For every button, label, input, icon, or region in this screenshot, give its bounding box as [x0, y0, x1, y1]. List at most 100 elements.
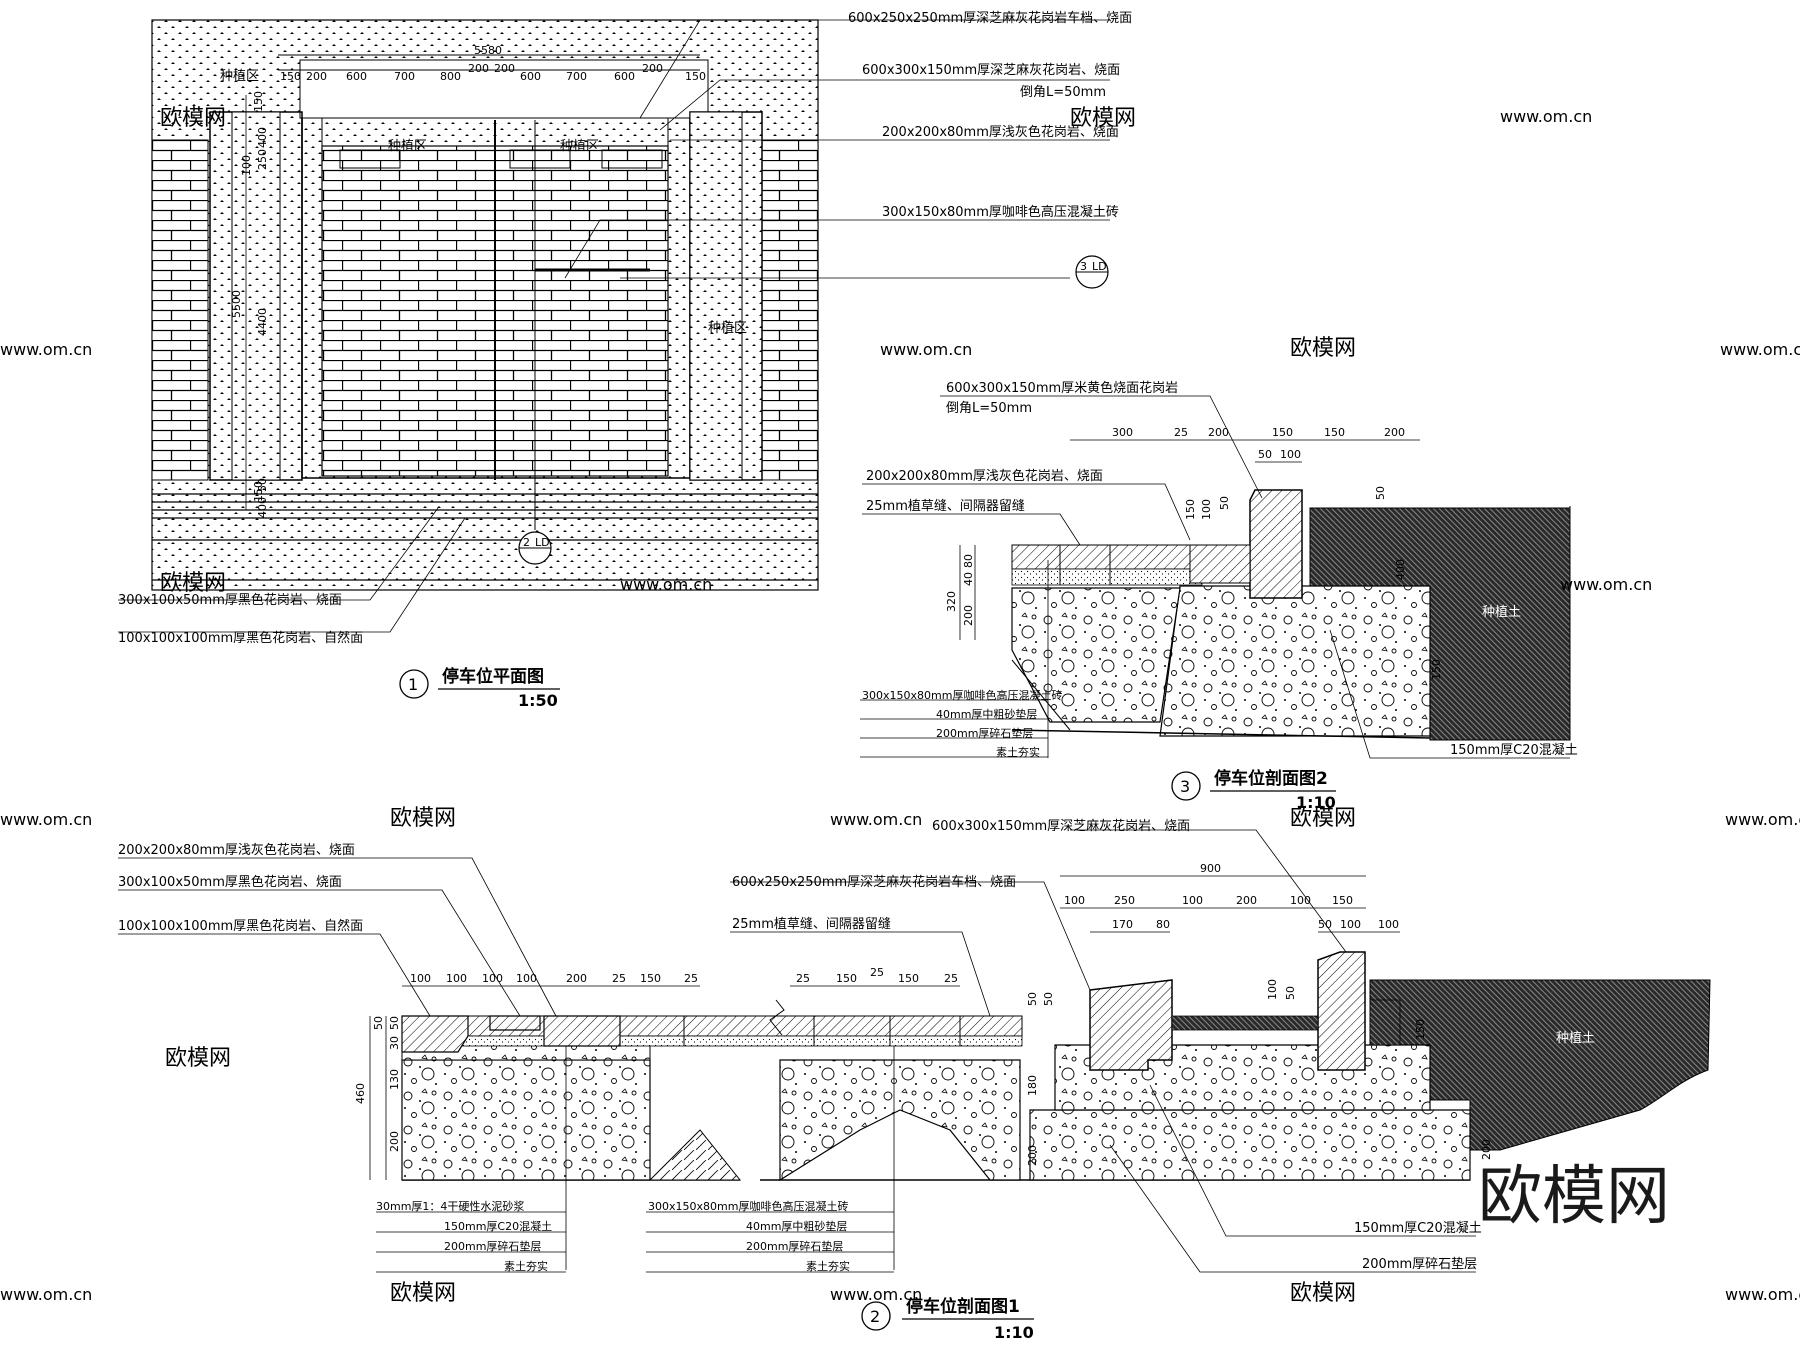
plan-left-dim: 400	[256, 127, 269, 148]
watermarks: 欧模网 欧模网 www.om.cn www.om.cn www.om.cn 欧模…	[0, 106, 1800, 1306]
svg-text:2: 2	[870, 1307, 880, 1326]
s3-soil-label: 种植土	[1482, 605, 1521, 620]
watermark: www.om.cn	[830, 810, 922, 829]
s2-curb-dim: 100	[1378, 918, 1399, 931]
s3-layer-label: 200mm厚碎石垫层	[936, 726, 1033, 740]
plan-top-dim: 200	[306, 70, 327, 83]
s2-right-layer-label: 150mm厚C20混凝土	[1354, 1220, 1482, 1236]
s2-right-dim: 100	[1064, 894, 1085, 907]
s3-vert-dim: 50	[1374, 486, 1387, 500]
s3-left-dim: 40	[962, 572, 975, 586]
s2-right-dim: 100	[1290, 894, 1311, 907]
section-marker-3: 3 LD	[1075, 255, 1109, 289]
s3-concrete	[1159, 585, 1431, 737]
plan-callout: 200x200x80mm厚浅灰色花岗岩、烧面	[882, 124, 1119, 140]
watermark-big: 欧模网	[1478, 1160, 1670, 1234]
s3-top-dim: 150	[1324, 426, 1345, 439]
svg-text:3: 3	[1180, 777, 1190, 796]
watermark: 欧模网	[1290, 336, 1356, 361]
section-marker-2: 2 LD	[518, 120, 552, 565]
s2-right-dim: 250	[1114, 894, 1135, 907]
s2-layer-label: 素土夯实	[806, 1259, 850, 1273]
s2-left-vdim: 30	[388, 1036, 401, 1050]
s2-right-dim: 150	[1332, 894, 1353, 907]
plan-callout: 300x100x50mm厚黑色花岗岩、烧面	[118, 592, 342, 608]
plan-top-dim: 600	[520, 70, 541, 83]
plan-top-dim: 800	[440, 70, 461, 83]
plan-total-dim: 5580	[474, 44, 502, 57]
svg-text:停车位剖面图2: 停车位剖面图2	[1214, 768, 1328, 789]
s3-left-dim: 320	[945, 591, 958, 612]
s2-mid-dim: 150	[898, 972, 919, 985]
s2-curb-dim: 100	[1340, 918, 1361, 931]
s3-vert-dim: 150	[1430, 659, 1443, 680]
plan-left-dim: 150	[252, 91, 265, 112]
watermark: www.om.cn	[1725, 810, 1800, 829]
plan-left-dim: 150	[252, 481, 265, 502]
s2-layer-label: 素土夯实	[504, 1259, 548, 1273]
s2-left-vdim: 130	[388, 1069, 401, 1090]
watermark: 欧模网	[390, 806, 456, 831]
watermark: www.om.cn	[0, 1285, 92, 1304]
watermark: www.om.cn	[1720, 340, 1800, 359]
plan-top-dim: 200	[494, 62, 515, 75]
plan-top-dim: 150	[685, 70, 706, 83]
plan-callout: 300x150x80mm厚咖啡色高压混凝土砖	[882, 204, 1119, 220]
s3-vert-dim: 150	[1184, 499, 1197, 520]
s2-left-callout: 200x200x80mm厚浅灰色花岗岩、烧面	[118, 842, 355, 858]
s2-curb-dim: 50	[1318, 918, 1332, 931]
s2-dim: 200	[566, 972, 587, 985]
s2-mid-dim: 25	[796, 972, 810, 985]
plan-top-dim: 200	[468, 62, 489, 75]
s3-concrete-label: 150mm厚C20混凝土	[1450, 742, 1578, 758]
s2-mid-dim: 25	[870, 966, 884, 979]
plan-left-dim: 50	[256, 478, 269, 492]
s2-right-vdim: 200	[1026, 1145, 1039, 1166]
s3-curb-stone	[1249, 489, 1303, 599]
s2-layer-label: 200mm厚碎石垫层	[746, 1239, 843, 1253]
watermark: www.om.cn	[1560, 575, 1652, 594]
s2-right-dim: 200	[1236, 894, 1257, 907]
s2-right-layer-label: 200mm厚碎石垫层	[1362, 1256, 1477, 1272]
s2-layer-label: 200mm厚碎石垫层	[444, 1239, 541, 1253]
s3-top-dim: 200	[1208, 426, 1229, 439]
plan-callout: 倒角L=50mm	[1020, 85, 1106, 100]
s2-right-vdim: 100	[1266, 979, 1279, 1000]
plan-left-dim: 250	[256, 149, 269, 170]
s3-top-dim: 200	[1384, 426, 1405, 439]
s2-right-dim: 100	[1182, 894, 1203, 907]
plan-callout: 600x300x150mm厚深芝麻灰花岗岩、烧面	[862, 62, 1120, 78]
s2-wheel-stop	[1089, 979, 1173, 1071]
s2-curb-stone	[1317, 951, 1366, 1071]
s2-overall-dim: 900	[1200, 862, 1221, 875]
s2-right-vdim: 50	[1042, 992, 1055, 1006]
s2-right-vdim: 200	[1480, 1139, 1493, 1160]
s2-left-vdim: 460	[354, 1083, 367, 1104]
s2-right-subdim: 80	[1156, 918, 1170, 931]
s3-top-dim: 25	[1174, 426, 1188, 439]
s3-sub-dim: 100	[1280, 448, 1301, 461]
s3-layer-label: 40mm厚中粗砂垫层	[936, 707, 1037, 721]
svg-text:1:10: 1:10	[994, 1323, 1034, 1342]
watermark: 欧模网	[160, 571, 226, 596]
svg-text:1:10: 1:10	[1296, 793, 1336, 812]
section2-title: 2 停车位剖面图1 1:10	[861, 1296, 1034, 1342]
s2-right-callout: 600x300x150mm厚深芝麻灰花岗岩、烧面	[932, 818, 1190, 834]
s3-vert-dim: 50	[1218, 496, 1231, 510]
s2-right-vdim: 180	[1026, 1075, 1039, 1096]
plan-title: 1 停车位平面图 1:50	[399, 666, 560, 710]
s2-right-vdim: 50	[1026, 992, 1039, 1006]
watermark: www.om.cn	[830, 1285, 922, 1304]
plan-view: 种植区 种植区 种植区 种植区 5580 150 200 600 700 800…	[118, 10, 1132, 710]
s2-left-vdim: 50	[388, 1016, 401, 1030]
s2-layer-label: 30mm厚1：4干硬性水泥砂浆	[376, 1199, 524, 1213]
s3-callout: 倒角L=50mm	[946, 401, 1032, 416]
s3-left-dim: 80	[962, 554, 975, 568]
s3-layer-label: 300x150x80mm厚咖啡色高压混凝土砖	[862, 688, 1062, 702]
s2-dim: 25	[612, 972, 626, 985]
s2-left-callout: 100x100x100mm厚黑色花岗岩、自然面	[118, 918, 363, 934]
s3-vert-dim: 100	[1200, 499, 1213, 520]
s2-mid-dim: 150	[836, 972, 857, 985]
watermark: 欧模网	[390, 1281, 456, 1306]
